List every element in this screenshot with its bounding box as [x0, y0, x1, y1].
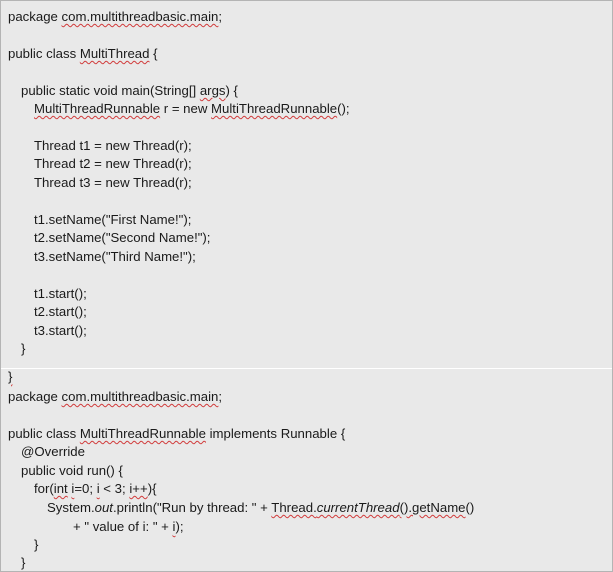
open-brace: { — [149, 46, 158, 61]
out-field: out — [94, 500, 113, 515]
class-declaration-2: public class MultiThreadRunnable impleme… — [8, 426, 345, 442]
thread-class: Thread. — [271, 500, 317, 515]
package-keyword-2: package — [8, 389, 62, 404]
package-name-2: com.multithreadbasic.main — [61, 389, 219, 404]
setname-t1-line: t1.setName("First Name!"); — [34, 212, 192, 227]
runnable-end: (); — [337, 101, 350, 116]
implements-clause: implements Runnable { — [205, 426, 346, 441]
package-declaration: package com.multithreadbasic.main; — [8, 9, 222, 25]
runnable-instantiation: MultiThreadRunnable r = new MultiThreadR… — [34, 101, 350, 117]
getname-method: ().getName — [399, 500, 466, 515]
for-var-init: i — [71, 481, 75, 496]
class-keyword-2: public class — [8, 426, 80, 441]
semicolon-2: ; — [218, 389, 223, 404]
code-block-multithread — [1, 1, 612, 368]
override-annotation: @Override — [21, 444, 85, 459]
runnable-constructor: MultiThreadRunnable — [211, 101, 338, 116]
main-method-signature: public static void main(String[] args) { — [21, 83, 238, 99]
current-thread-call: Thread.currentThread().getName — [271, 500, 465, 515]
println-continuation: + " value of i: " + i); — [73, 519, 184, 535]
setname-t2-line: t2.setName("Second Name!"); — [34, 230, 211, 245]
package-declaration-2: package com.multithreadbasic.main; — [8, 389, 222, 405]
run-method-signature: public void run() { — [21, 463, 123, 478]
setname-t3-line: t3.setName("Third Name!"); — [34, 249, 196, 264]
start-t2-line: t2.start(); — [34, 304, 87, 319]
class-keyword: public class — [8, 46, 80, 61]
for-init: =0; — [74, 481, 97, 496]
for-cond: < 3; — [99, 481, 130, 496]
class-close-brace-text: } — [8, 369, 13, 384]
concat-text: + " value of i: " + — [73, 519, 173, 534]
package-keyword: package — [8, 9, 62, 24]
package-name: com.multithreadbasic.main — [61, 9, 219, 24]
main-open: ) { — [225, 83, 238, 98]
thread-t2-line: Thread t2 = new Thread(r); — [34, 156, 192, 171]
println-end: () — [465, 500, 475, 515]
concat-end: ); — [175, 519, 184, 534]
thread-t1-line: Thread t1 = new Thread(r); — [34, 138, 192, 153]
main-arg: args — [199, 83, 226, 98]
code-block-multithreadrunnable — [1, 369, 612, 571]
for-close-brace: } — [34, 537, 39, 552]
class-name-2: MultiThreadRunnable — [79, 426, 206, 441]
println-statement: System.out.println("Run by thread: " + T… — [47, 500, 474, 516]
semicolon: ; — [218, 9, 223, 24]
class-declaration: public class MultiThread { — [8, 46, 158, 62]
for-open: ){ — [147, 481, 157, 496]
start-t3-line: t3.start(); — [34, 323, 87, 338]
system-class: System. — [47, 500, 95, 515]
run-close-brace: } — [21, 555, 26, 570]
println-call: .println("Run by thread: " + — [112, 500, 272, 515]
for-int: int — [53, 481, 68, 496]
start-t1-line: t1.start(); — [34, 286, 87, 301]
for-loop-header: for(int i=0; i < 3; i++){ — [34, 481, 156, 497]
runnable-type: MultiThreadRunnable — [34, 101, 161, 116]
runnable-assign: r = new — [160, 101, 212, 116]
main-close-brace: } — [21, 341, 26, 356]
thread-t3-line: Thread t3 = new Thread(r); — [34, 175, 192, 190]
for-keyword: for( — [34, 481, 54, 496]
for-var-cond: i — [96, 481, 100, 496]
class-close-brace: } — [8, 369, 12, 385]
concat-var: i — [172, 519, 176, 534]
main-signature-text: public static void main(String[] — [21, 83, 200, 98]
current-thread-method: currentThread — [316, 500, 400, 515]
class-name: MultiThread — [79, 46, 150, 61]
for-increment: i++ — [129, 481, 148, 496]
